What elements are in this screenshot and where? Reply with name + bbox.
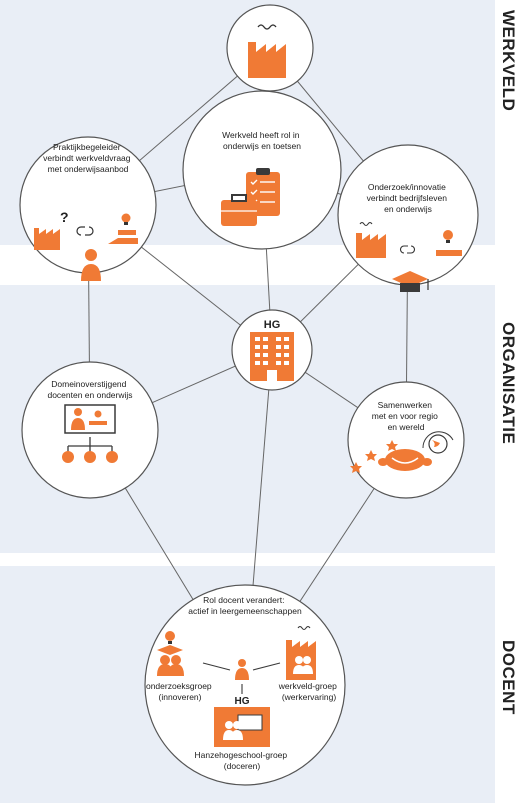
person-icon xyxy=(81,249,101,281)
onderzoek-line-1: Onderzoek/innovatie xyxy=(368,182,446,192)
node-factory-top xyxy=(226,4,314,92)
node-werkveld-rol: Werkveld heeft rol in onderwijs en toets… xyxy=(182,90,342,250)
docent-group-lines xyxy=(202,662,281,694)
svg-text:Praktijkbegeleider verbi: Praktijkbegeleider verbindt werkveldvraa… xyxy=(43,142,133,174)
link-icon xyxy=(76,226,94,236)
werkveld-groep-icon xyxy=(286,640,316,680)
band-label-organisatie: ORGANISATIE xyxy=(499,322,518,444)
node-hg-center: HG xyxy=(231,309,313,391)
onderzoeksgroep-icon xyxy=(157,631,184,676)
globe-icon xyxy=(422,431,454,454)
presentation-board-icon xyxy=(64,404,116,434)
briefcase-icon xyxy=(221,194,257,226)
stars-icon xyxy=(350,440,398,473)
wave-icon xyxy=(257,24,277,30)
question-mark-icon: ? xyxy=(60,209,69,225)
praktijk-line-2: verbindt werkveldvraag xyxy=(43,153,131,163)
onderzoeksgroep-line-2: (innoveren) xyxy=(159,692,202,702)
factory-icon xyxy=(34,228,60,250)
hanze-hg-label: HG xyxy=(235,696,250,707)
praktijk-line-3: met onderwijsaanbod xyxy=(48,164,129,174)
node-praktijk: Praktijkbegeleider verbindt werkveldvraa… xyxy=(19,136,157,281)
factory-icon xyxy=(248,42,286,78)
werkveld-groep-line-1: werkveld-groep xyxy=(278,681,337,691)
werkveld-groep-line-2: (werkervaring) xyxy=(282,692,336,702)
node-samenwerken: Samenwerken met en voor regio en wereld xyxy=(347,381,465,499)
node-onderzoek: Onderzoek/innovatie verbindt bedrijfslev… xyxy=(337,144,479,292)
svg-text:onderzoeksgroep (innover: onderzoeksgroep (innoveren) xyxy=(146,681,214,702)
band-label-werkveld: WERKVELD xyxy=(499,10,518,111)
praktijk-line-1: Praktijkbegeleider xyxy=(53,142,121,152)
hierarchy-icon xyxy=(62,437,118,463)
samenwerken-line-3: en wereld xyxy=(388,422,425,432)
svg-text:Hanzehogeschool-groep (d: Hanzehogeschool-groep (doceren) xyxy=(195,750,290,771)
onderzoeksgroep-line-1: onderzoeksgroep xyxy=(146,681,212,691)
svg-text:Domeinoverstijgend docen: Domeinoverstijgend docenten en onderwijs xyxy=(47,379,132,400)
graduation-cap-icon xyxy=(392,271,429,292)
werkveld-rol-line-2: onderwijs en toetsen xyxy=(223,141,301,151)
smile-icon xyxy=(378,449,432,471)
domein-line-1: Domeinoverstijgend xyxy=(51,379,126,389)
docent-person-icon xyxy=(235,659,249,680)
svg-text:Onderzoek/innovatie verb: Onderzoek/innovatie verbindt bedrijfslev… xyxy=(367,182,450,214)
hg-label: HG xyxy=(264,319,281,331)
lightbulb-book-icon xyxy=(436,230,462,256)
link-icon xyxy=(399,245,416,254)
svg-text:Samenwerken met en voor: Samenwerken met en voor regio en wereld xyxy=(372,400,441,432)
node-docent: Rol docent verandert: actief in leergeme… xyxy=(144,584,346,786)
svg-text:werkveld-groep (werkerva: werkveld-groep (werkervaring) xyxy=(278,681,340,702)
onderzoek-line-2: verbindt bedrijfsleven xyxy=(367,193,448,203)
svg-text:Rol docent verandert: ac: Rol docent verandert: actief in leergeme… xyxy=(188,595,302,616)
docent-line-1: Rol docent verandert: xyxy=(203,595,284,605)
factory-icon xyxy=(356,233,386,258)
hand-lightbulb-icon xyxy=(108,213,138,244)
onderzoek-line-3: en onderwijs xyxy=(384,204,432,214)
wave-icon xyxy=(297,625,311,631)
wave-icon xyxy=(359,221,373,227)
hanze-groep-line-1: Hanzehogeschool-groep xyxy=(195,750,288,760)
samenwerken-line-1: Samenwerken xyxy=(378,400,433,410)
werkveld-rol-line-1: Werkveld heeft rol in xyxy=(222,130,300,140)
hanze-groep-line-2: (doceren) xyxy=(224,761,261,771)
hanze-groep-icon xyxy=(214,707,270,747)
building-icon xyxy=(250,332,294,381)
docent-line-2: actief in leergemeenschappen xyxy=(188,606,302,616)
band-label-docent: DOCENT xyxy=(499,640,518,715)
svg-text:Werkveld heeft rol in on: Werkveld heeft rol in onderwijs en toets… xyxy=(222,130,302,151)
samenwerken-line-2: met en voor regio xyxy=(372,411,438,421)
domein-line-2: docenten en onderwijs xyxy=(47,390,132,400)
node-domein: Domeinoverstijgend docenten en onderwijs xyxy=(21,361,159,499)
